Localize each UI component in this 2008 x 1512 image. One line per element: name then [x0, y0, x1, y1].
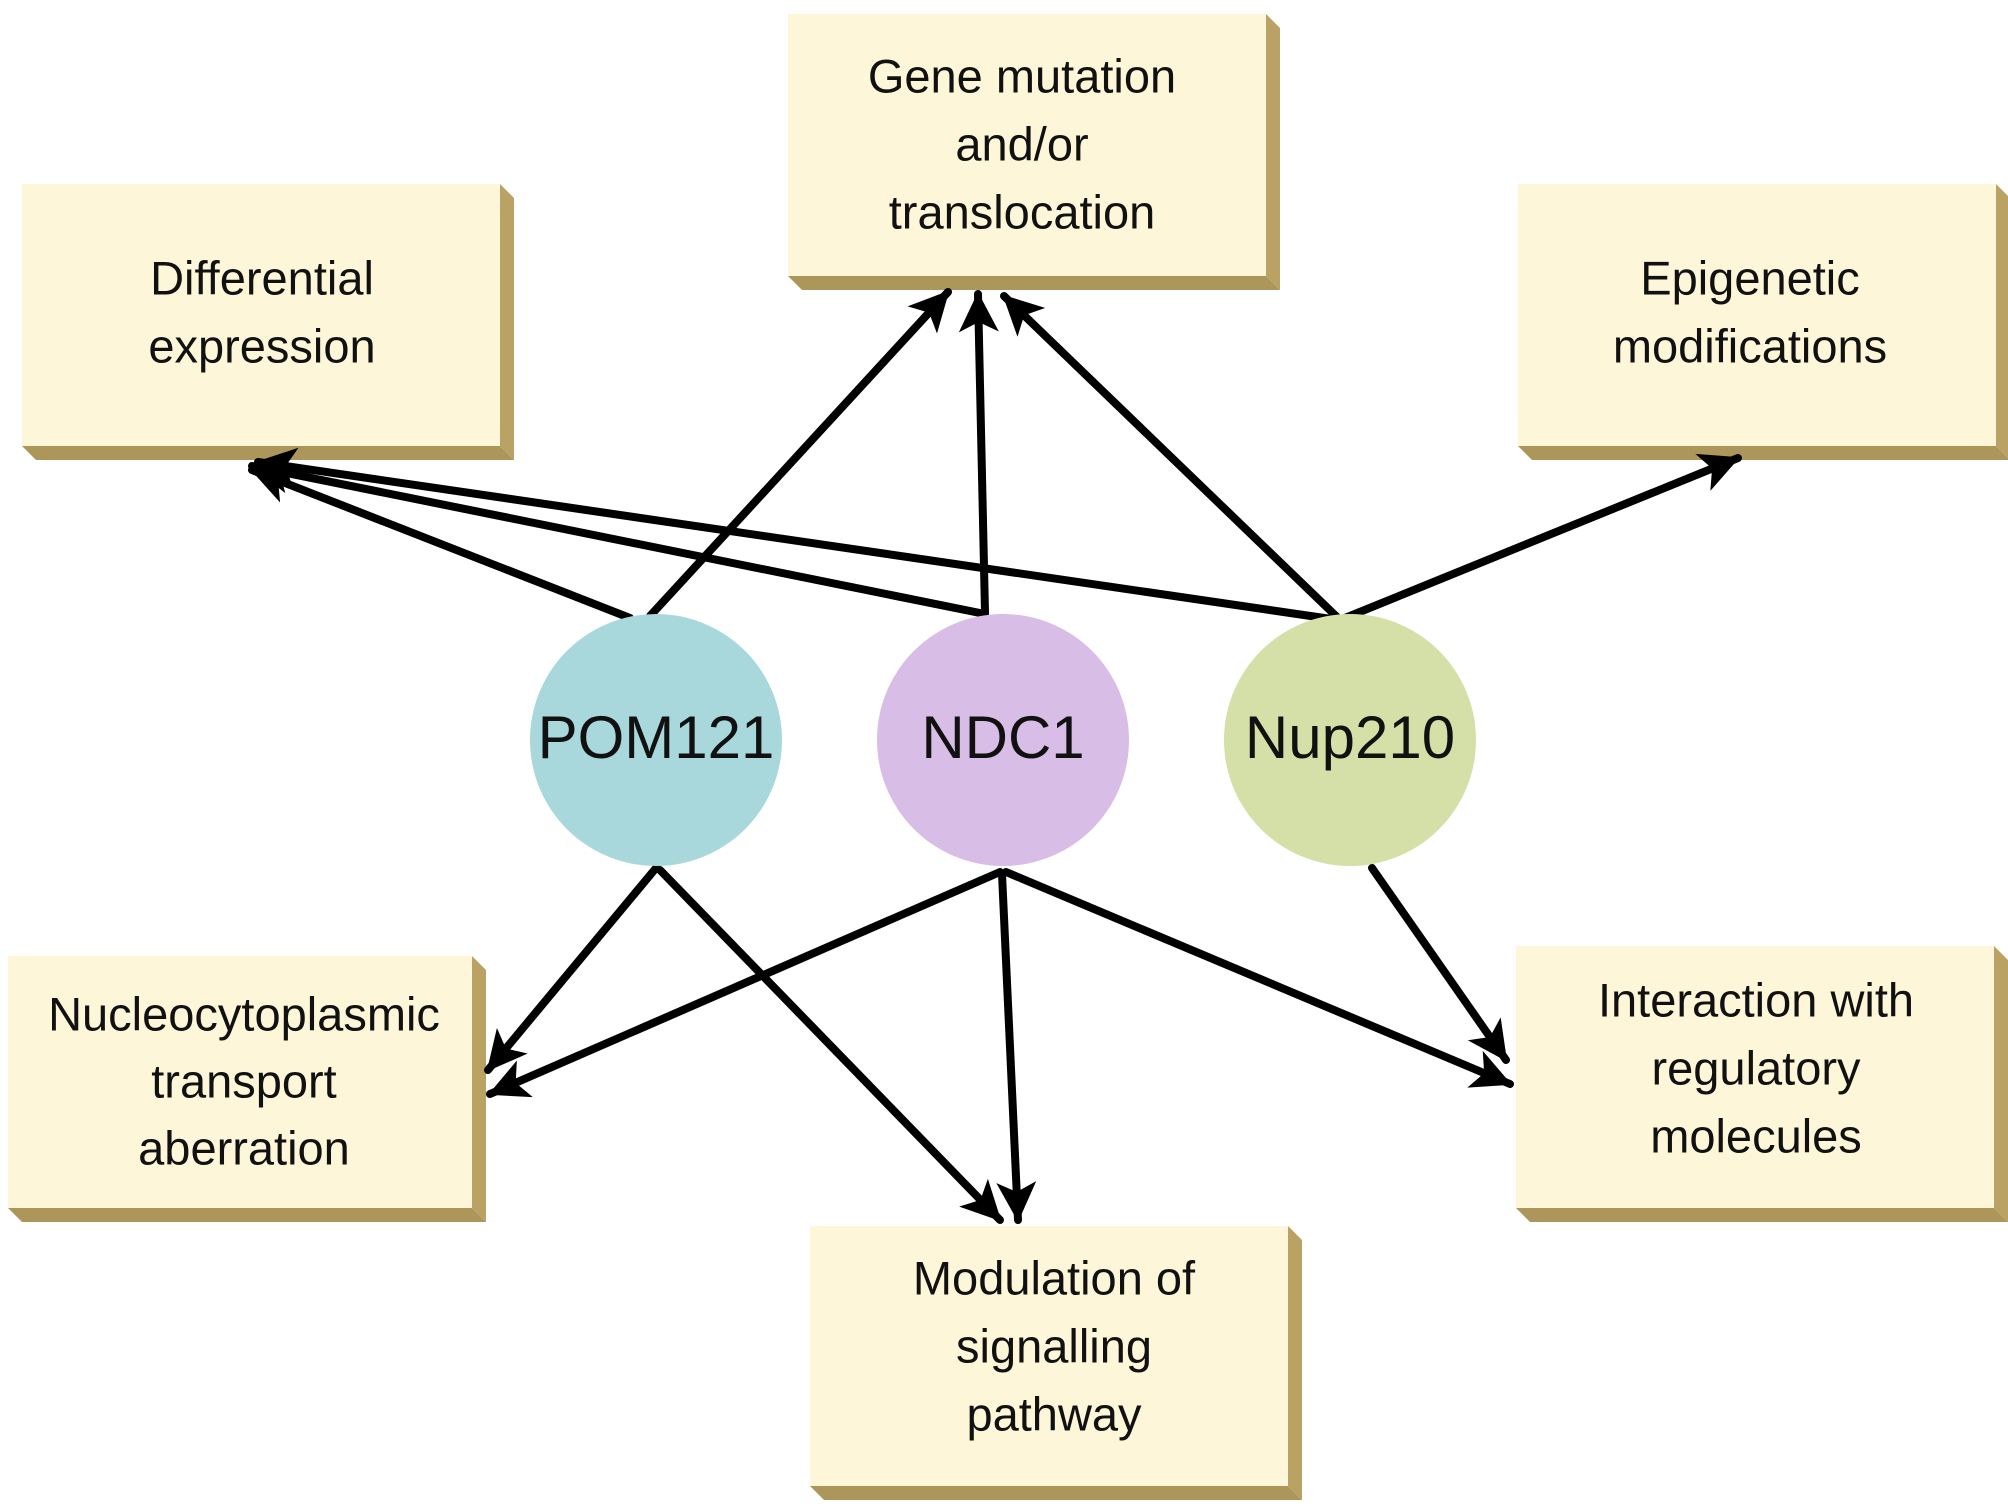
node-pom121: POM121: [530, 614, 782, 866]
box-interaction: Interaction with regulatory molecules: [1516, 946, 2008, 1222]
arrow-ndc1-to-differential: [248, 453, 989, 618]
arrow-pom121-to-differential: [248, 465, 634, 622]
box-bottom: [22, 446, 514, 460]
box-label-line: expression: [148, 319, 375, 372]
box-label-line: regulatory: [1652, 1041, 1861, 1094]
box-label-line: Epigenetic: [1640, 251, 1860, 304]
box-label-line: molecules: [1650, 1109, 1862, 1162]
box-gene-mutation: Gene mutation and/or translocation: [788, 14, 1280, 290]
box-modulation: Modulation of signalling pathway: [810, 1226, 1302, 1500]
box-face: [788, 14, 1266, 276]
box-label-line: transport: [151, 1054, 336, 1107]
box-bottom: [1516, 1208, 2008, 1222]
box-face: [1518, 184, 1996, 446]
node-nup210: Nup210: [1224, 614, 1476, 866]
node-ndc1: NDC1: [877, 614, 1129, 866]
box-label-line: Modulation of: [913, 1251, 1196, 1304]
node-circle: [877, 614, 1129, 866]
arrow-nup210-to-differential: [254, 447, 1342, 624]
node-circle: [530, 614, 782, 866]
arrow-pom121-to-gene-mutation: [646, 288, 952, 620]
box-face: [8, 956, 472, 1208]
node-label: Nup210: [1245, 704, 1455, 771]
box-bottom: [810, 1486, 1302, 1500]
box-label-line: translocation: [889, 185, 1156, 238]
box-label-line: and/or: [955, 117, 1088, 170]
box-label-line: Interaction with: [1598, 973, 1914, 1026]
arrow-pom121-to-modulation: [656, 866, 1004, 1224]
node-label: NDC1: [921, 704, 1084, 771]
arrow-nup210-to-gene-mutation: [1000, 292, 1342, 622]
arrow-nup210-to-epigenetic: [1336, 453, 1742, 624]
box-face: [1516, 946, 1994, 1208]
nodes-layer: POM121 NDC1 Nup210: [530, 614, 1476, 866]
box-label-line: pathway: [966, 1387, 1142, 1440]
box-side: [1996, 184, 2008, 458]
box-face: [22, 184, 500, 446]
arrow-ndc1-to-nucleocytoplasmic: [486, 868, 1004, 1098]
edges-layer: [248, 288, 1742, 1224]
box-bottom: [1518, 446, 2008, 460]
box-label-line: Differential: [150, 251, 374, 304]
box-nucleocytoplasmic: Nucleocytoplasmic transport aberration: [8, 956, 486, 1222]
box-label-line: signalling: [956, 1319, 1152, 1372]
box-label-line: Nucleocytoplasmic: [48, 987, 440, 1040]
box-face: [810, 1226, 1288, 1486]
arrow-pom121-to-nucleocytoplasmic: [484, 864, 660, 1074]
box-bottom: [8, 1208, 486, 1222]
box-side: [1266, 14, 1280, 290]
box-label-line: aberration: [138, 1121, 350, 1174]
arrow-nup210-to-interaction: [1368, 864, 1510, 1064]
node-label: POM121: [538, 704, 775, 771]
box-epigenetic: Epigenetic modifications: [1518, 184, 2008, 460]
box-side: [1994, 946, 2008, 1222]
box-side: [1288, 1226, 1302, 1500]
boxes-layer: Differential expression Gene mutation and/o…: [8, 14, 2008, 1500]
arrow-ndc1-to-gene-mutation: [958, 290, 999, 616]
box-side: [472, 956, 486, 1222]
arrow-ndc1-to-interaction: [1002, 868, 1514, 1088]
box-bottom: [788, 276, 1280, 290]
box-side: [500, 184, 514, 460]
box-label-line: Gene mutation: [868, 49, 1176, 102]
box-label-line: modifications: [1613, 319, 1887, 372]
node-circle: [1224, 614, 1476, 866]
box-differential: Differential expression: [22, 184, 514, 460]
arrow-ndc1-to-modulation: [996, 870, 1037, 1224]
